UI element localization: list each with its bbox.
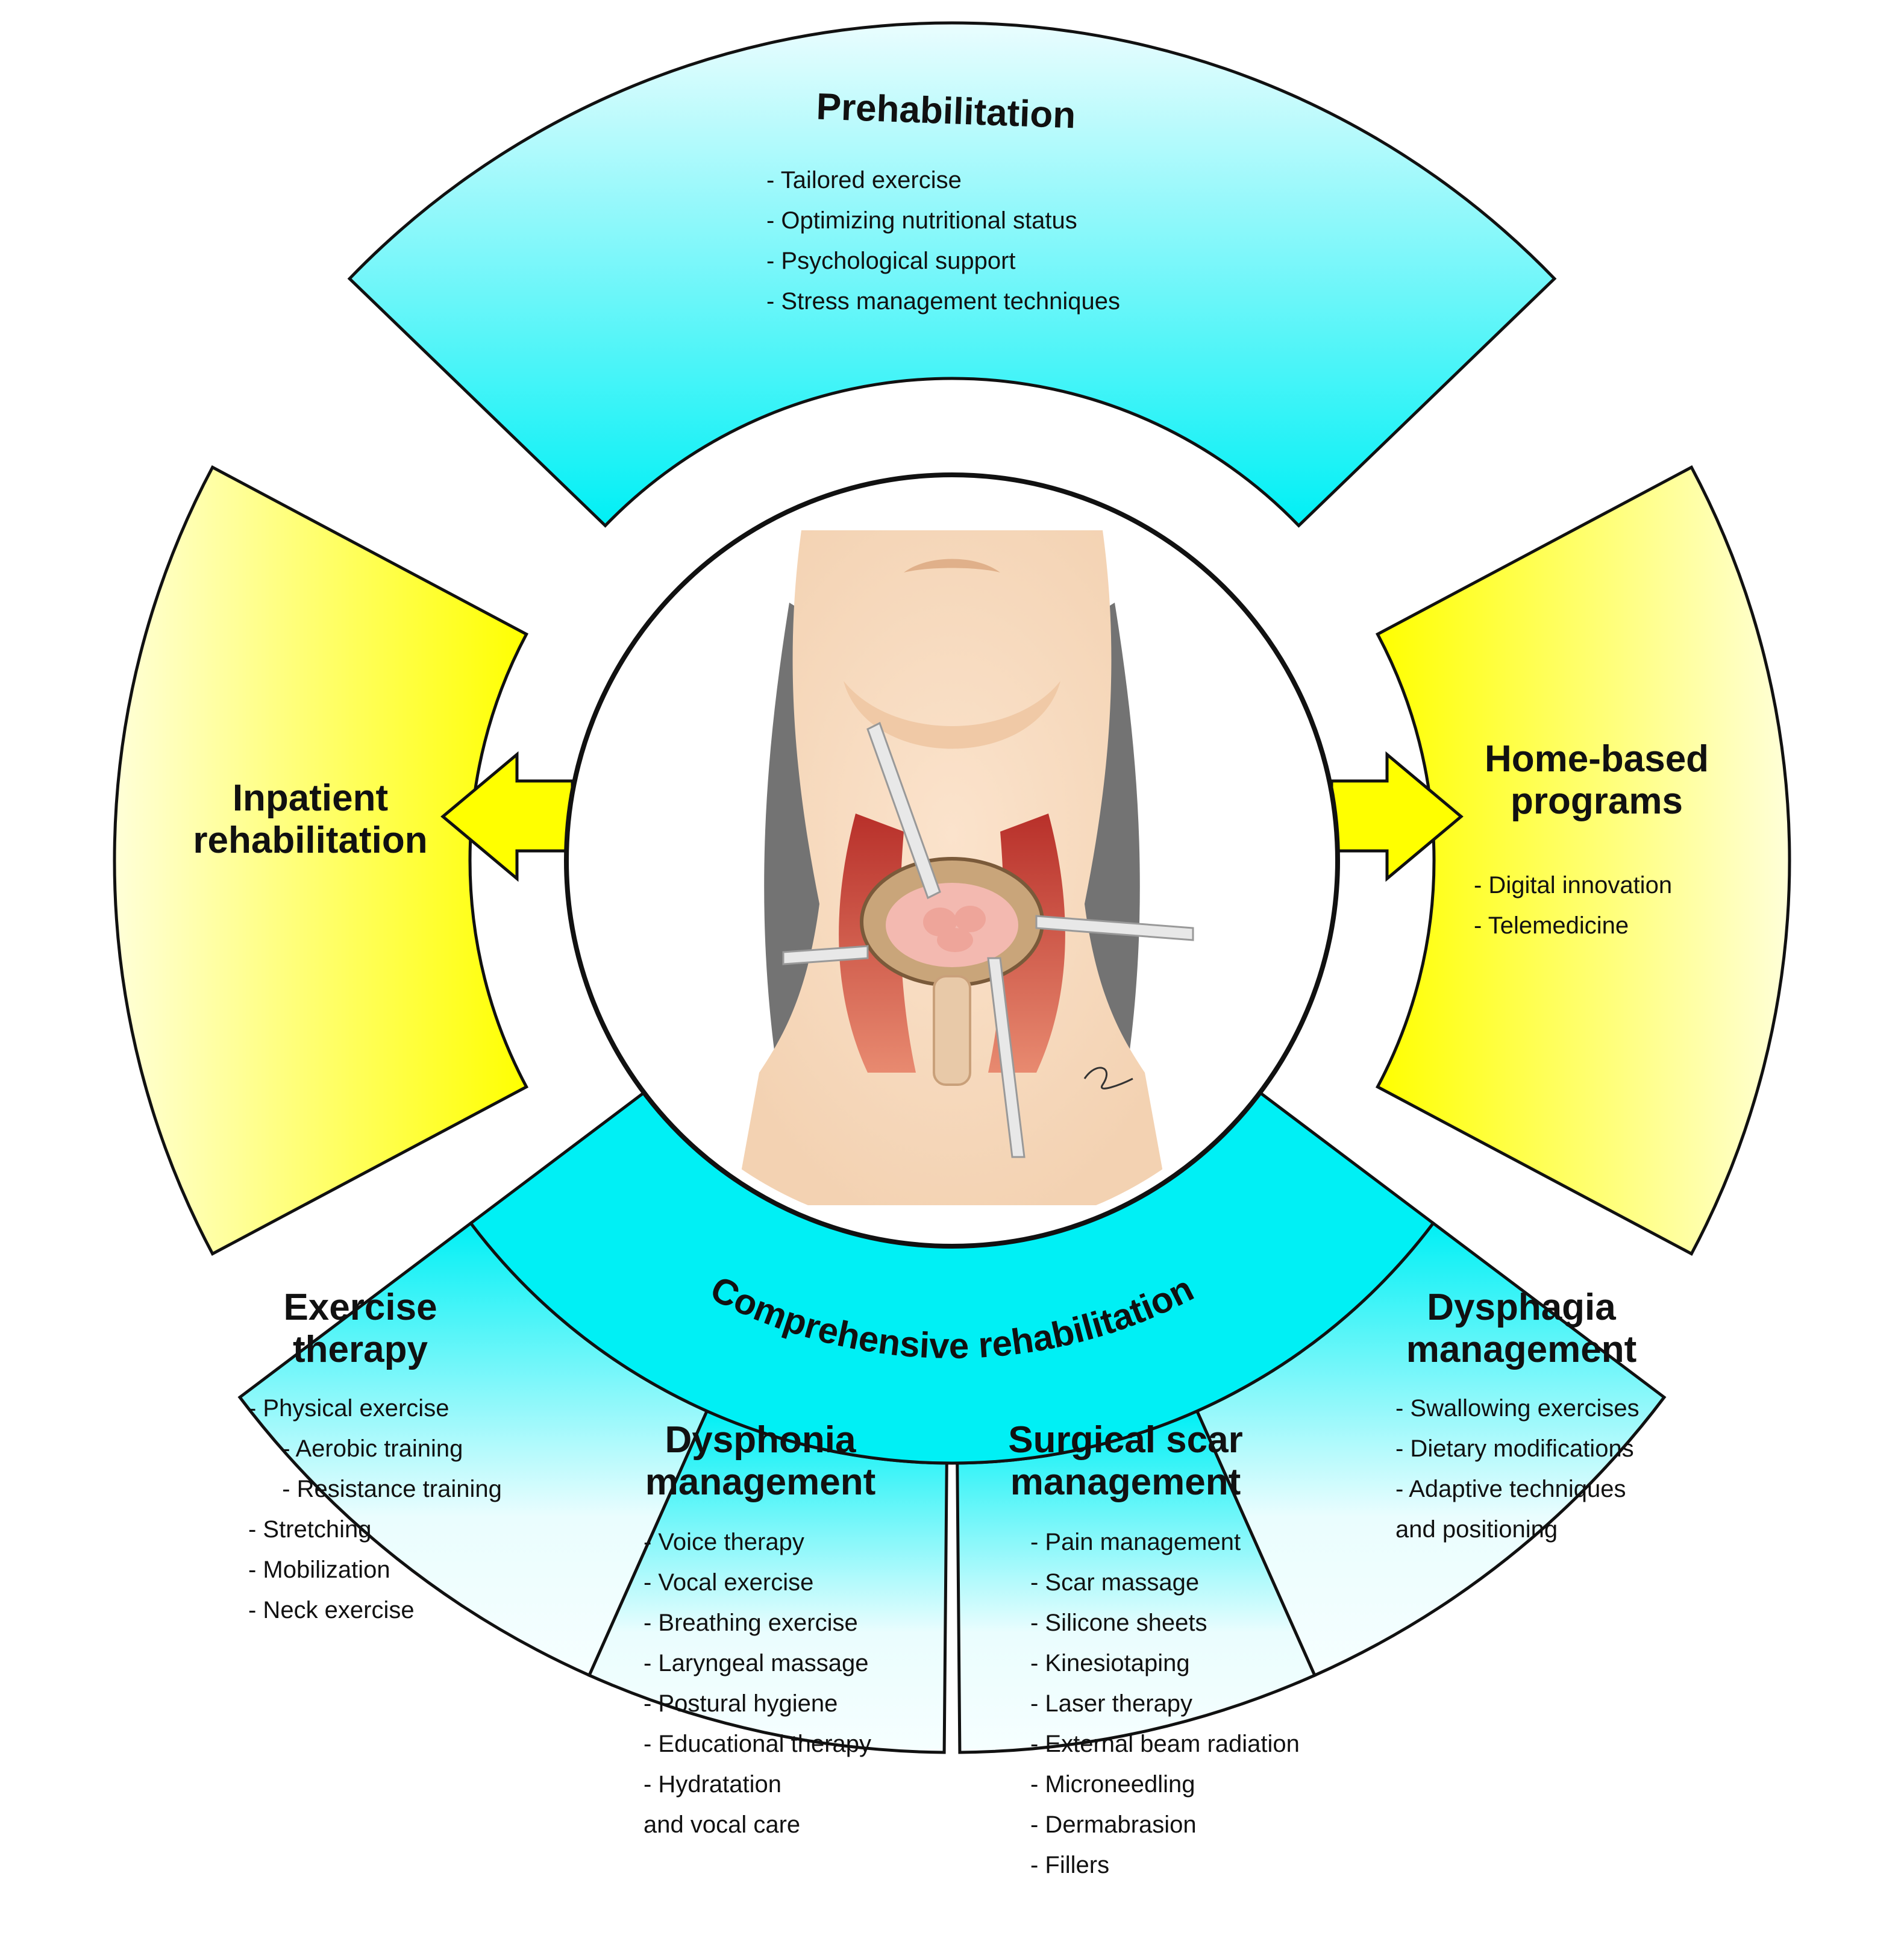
list-item: and vocal care	[644, 1811, 800, 1838]
list-item: - Digital innovation	[1474, 872, 1672, 898]
exercise-list: - Physical exercise - Aerobic training -…	[248, 1395, 502, 1623]
list-item: - Resistance training	[269, 1476, 502, 1502]
list-item: - Educational therapy	[644, 1731, 871, 1757]
list-item: - Stress management techniques	[766, 288, 1120, 315]
dysphagia-list: - Swallowing exercises - Dietary modific…	[1395, 1395, 1639, 1543]
dysphagia-title-line-1: Dysphagia	[1427, 1287, 1616, 1328]
right-arrow-icon	[1330, 751, 1464, 882]
list-item: - Telemedicine	[1474, 912, 1629, 939]
list-item: - Dermabrasion	[1030, 1811, 1197, 1838]
scar-title-line-1: Surgical scar	[1008, 1419, 1242, 1461]
home-based-segment	[1375, 465, 1791, 1256]
center-illustration	[564, 472, 1340, 1249]
list-item: - Breathing exercise	[644, 1610, 858, 1636]
home-based-title-line-2: programs	[1511, 780, 1683, 822]
list-item: - Tailored exercise	[766, 167, 962, 193]
dysphonia-title-line-1: Dysphonia	[665, 1419, 856, 1461]
home-based-title-line-1: Home-based	[1485, 738, 1709, 780]
scar-title-line-2: management	[1010, 1461, 1241, 1503]
inpatient-segment	[113, 465, 529, 1256]
exercise-title-line-2: therapy	[293, 1329, 428, 1370]
list-item: - Swallowing exercises	[1395, 1395, 1639, 1422]
list-item: - Laser therapy	[1030, 1690, 1192, 1717]
inpatient-title-line-2: rehabilitation	[193, 820, 427, 861]
list-item: - Dietary modifications	[1395, 1435, 1634, 1462]
prehabilitation-title: Prehabilitation	[816, 86, 1077, 137]
segment-layer	[113, 21, 1791, 1754]
dysphonia-list: - Voice therapy - Vocal exercise - Breat…	[644, 1529, 871, 1838]
dysphagia-title-line-2: management	[1406, 1329, 1636, 1370]
list-item: - Kinesiotaping	[1030, 1650, 1190, 1676]
list-item: and positioning	[1395, 1516, 1558, 1543]
list-item: - Stretching	[248, 1516, 372, 1543]
list-item: - Neck exercise	[248, 1597, 415, 1623]
list-item: - Silicone sheets	[1030, 1610, 1207, 1636]
list-item: - Physical exercise	[248, 1395, 449, 1422]
list-item: - Pain management	[1030, 1529, 1241, 1555]
inpatient-title-line-1: Inpatient	[233, 777, 388, 819]
list-item: - Voice therapy	[644, 1529, 804, 1555]
left-arrow-icon	[440, 751, 574, 882]
list-item: - Psychological support	[766, 248, 1016, 274]
prehabilitation-list: - Tailored exercise - Optimizing nutriti…	[766, 167, 1120, 315]
list-item: - Optimizing nutritional status	[766, 207, 1077, 234]
dysphonia-title-line-2: management	[645, 1461, 875, 1503]
list-item: - External beam radiation	[1030, 1731, 1300, 1757]
list-item: - Microneedling	[1030, 1771, 1195, 1798]
list-item: - Hydratation	[644, 1771, 781, 1798]
list-item: - Aerobic training	[269, 1435, 463, 1462]
list-item: - Laryngeal massage	[644, 1650, 869, 1676]
exercise-title-line-1: Exercise	[283, 1287, 437, 1328]
prehabilitation-segment	[347, 21, 1557, 528]
list-item: - Adaptive techniques	[1395, 1476, 1626, 1502]
list-item: - Vocal exercise	[644, 1569, 813, 1596]
list-item: - Postural hygiene	[644, 1690, 838, 1717]
list-item: - Fillers	[1030, 1852, 1109, 1878]
list-item: - Mobilization	[248, 1557, 390, 1583]
scar-list: - Pain management - Scar massage - Silic…	[1030, 1529, 1300, 1878]
arrow-layer	[440, 751, 1464, 882]
neck-surgery-icon	[735, 530, 1194, 1205]
list-item: - Scar massage	[1030, 1569, 1199, 1596]
